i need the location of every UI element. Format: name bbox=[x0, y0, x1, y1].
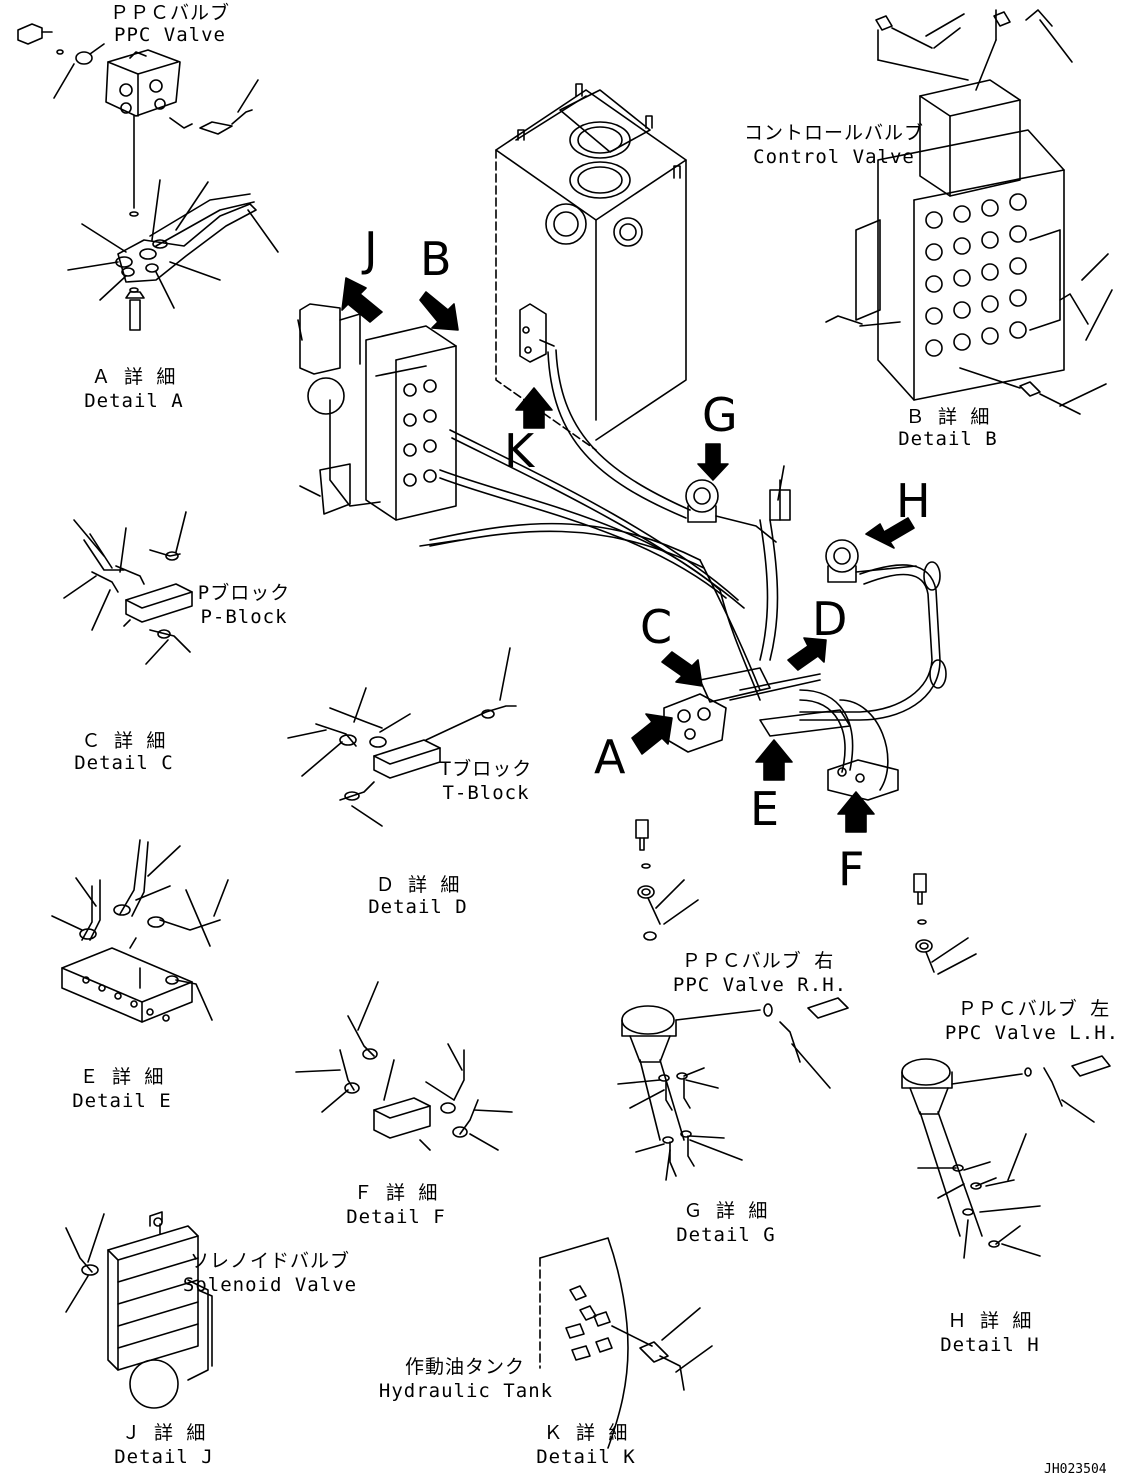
label-detail-b-jp: Ｂ 詳 細 bbox=[905, 406, 991, 428]
label-control-valve-en: Control Valve bbox=[753, 146, 915, 168]
label-hydraulic-tank-jp: 作動油タンク bbox=[404, 1356, 525, 1378]
detail-c-drawing bbox=[63, 511, 193, 665]
label-detail-e-en: Detail E bbox=[72, 1090, 172, 1112]
label-ppc-valve-en: PPC Valve bbox=[114, 24, 226, 46]
callout-letter-g: G bbox=[702, 388, 738, 442]
drawing-id: JH023504 bbox=[1044, 1462, 1107, 1477]
callout-letter-a: A bbox=[594, 730, 626, 784]
detail-k-drawing bbox=[539, 1237, 713, 1449]
label-detail-g-en: Detail G bbox=[676, 1224, 776, 1246]
detail-f-drawing bbox=[295, 981, 513, 1151]
callout-letter-b: B bbox=[420, 232, 452, 286]
detail-j-drawing bbox=[65, 1211, 213, 1409]
label-detail-a-en: Detail A bbox=[84, 390, 184, 412]
detail-d-drawing bbox=[287, 647, 517, 827]
label-ppc-valve-rh-en: PPC Valve R.H. bbox=[672, 974, 848, 996]
callout-letter-k: K bbox=[504, 424, 535, 478]
callout-arrows bbox=[341, 277, 915, 833]
main-valve-assembly-drawing bbox=[297, 303, 461, 547]
label-detail-h-jp: Ｈ 詳 細 bbox=[947, 1310, 1033, 1332]
label-control-valve-jp: コントロールバルブ bbox=[744, 122, 925, 144]
label-detail-c-en: Detail C bbox=[74, 752, 174, 774]
label-detail-f-jp: Ｆ 詳 細 bbox=[353, 1182, 439, 1204]
label-detail-j-en: Detail J bbox=[114, 1446, 214, 1468]
label-ppc-valve-jp: ＰＰＣバルブ bbox=[110, 2, 231, 24]
label-solenoid-valve-en: Solenoid Valve bbox=[182, 1274, 358, 1296]
callout-letter-d: D bbox=[812, 592, 848, 646]
callout-letter-h: H bbox=[896, 474, 931, 528]
label-detail-c-jp: Ｃ 詳 細 bbox=[81, 730, 167, 752]
label-detail-h-en: Detail H bbox=[940, 1334, 1040, 1356]
label-detail-g-jp: Ｇ 詳 細 bbox=[683, 1200, 769, 1222]
control-valve-drawing bbox=[825, 9, 1113, 415]
label-t-block-en: T-Block bbox=[442, 782, 530, 804]
label-ppc-valve-lh-jp: ＰＰＣバルブ 左 bbox=[957, 998, 1111, 1020]
f-valve-drawing bbox=[827, 759, 899, 801]
callout-letter-e: E bbox=[750, 782, 780, 836]
label-ppc-valve-lh-en: PPC Valve L.H. bbox=[944, 1022, 1120, 1044]
ppc-valve-drawing bbox=[17, 23, 259, 217]
callout-letter-j: J bbox=[364, 222, 378, 276]
label-detail-b-en: Detail B bbox=[898, 428, 998, 450]
label-detail-j-jp: Ｊ 詳 細 bbox=[121, 1422, 207, 1444]
label-p-block-en: P-Block bbox=[200, 606, 288, 628]
h-ppc-drawing bbox=[825, 539, 917, 583]
label-detail-k-en: Detail K bbox=[536, 1446, 636, 1468]
label-detail-a-jp: Ａ 詳 細 bbox=[91, 366, 177, 388]
label-t-block-jp: Tブロック bbox=[439, 758, 533, 780]
detail-g-drawing bbox=[617, 819, 849, 1181]
g-ppc-drawing bbox=[685, 479, 777, 543]
label-ppc-valve-rh-jp: ＰＰＣバルブ 右 bbox=[681, 950, 835, 972]
label-p-block-jp: Pブロック bbox=[197, 582, 291, 604]
label-detail-d-en: Detail D bbox=[368, 896, 468, 918]
label-solenoid-valve-jp: ソレノイドバルブ bbox=[190, 1250, 351, 1272]
callout-letter-c: C bbox=[640, 600, 673, 654]
hose-routing-drawing bbox=[429, 349, 947, 791]
detail-a-drawing bbox=[67, 179, 279, 331]
label-hydraulic-tank-en: Hydraulic Tank bbox=[378, 1380, 554, 1402]
detail-e-drawing bbox=[51, 839, 229, 1023]
label-detail-k-jp: Ｋ 詳 細 bbox=[543, 1422, 629, 1444]
label-detail-d-jp: Ｄ 詳 細 bbox=[375, 874, 461, 896]
callout-letter-f: F bbox=[838, 842, 865, 896]
hydraulic-tank-box-drawing bbox=[495, 83, 687, 451]
label-detail-e-jp: Ｅ 詳 細 bbox=[79, 1066, 165, 1088]
detail-h-drawing bbox=[901, 873, 1111, 1259]
label-detail-f-en: Detail F bbox=[346, 1206, 446, 1228]
